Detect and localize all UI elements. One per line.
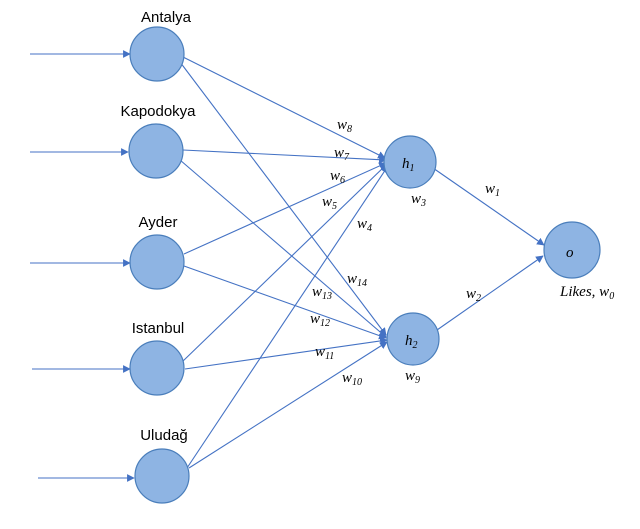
weight-label-w10: w10 — [342, 370, 362, 388]
h2-bias-label: w9 — [405, 368, 420, 386]
input-label-kapodokya: Kapodokya — [120, 103, 196, 120]
weight-label-w12: w12 — [310, 311, 330, 329]
weight-label-w4: w4 — [357, 216, 372, 234]
node-output — [543, 221, 601, 279]
weight-label-w5: w5 — [322, 194, 337, 212]
edge-h2-o — [436, 255, 544, 331]
input-label-uludag: Uludağ — [140, 427, 188, 444]
hidden-output-edges — [432, 167, 545, 331]
edge-istanbul-h2 — [184, 337, 388, 370]
edge-kapodokya-h2 — [179, 159, 387, 338]
node-uludag — [134, 448, 190, 504]
weight-label-w8: w8 — [337, 117, 352, 135]
node-h1 — [383, 135, 437, 189]
edge-kapodokya-h1 — [182, 149, 387, 164]
node-kapodokya — [128, 123, 184, 179]
node-ayder — [129, 234, 185, 290]
weight-label-w13: w13 — [312, 284, 332, 302]
weight-label-w2: w2 — [466, 286, 481, 304]
weight-label-w6: w6 — [330, 168, 345, 186]
input-hidden-edges — [179, 56, 389, 469]
input-label-antalya: Antalya — [141, 9, 192, 26]
input-arrows — [30, 50, 135, 482]
output-caption: Likes, w0 — [559, 284, 614, 302]
input-nodes — [128, 26, 190, 504]
node-antalya — [129, 26, 185, 82]
edge-istanbul-h1 — [181, 163, 388, 363]
edge-antalya-h1 — [182, 56, 386, 159]
weight-label-w11: w11 — [315, 344, 334, 362]
output-label: o — [566, 245, 574, 261]
input-label-ayder: Ayder — [139, 214, 178, 231]
edge-uludag-h2 — [188, 341, 388, 469]
edge-ayder-h2 — [183, 265, 387, 340]
node-h2 — [386, 312, 440, 366]
edge-antalya-h2 — [179, 61, 387, 336]
h2-label: h2 — [405, 333, 418, 351]
edge-h1-o — [432, 167, 545, 246]
weight-label-w1: w1 — [485, 181, 500, 199]
edge-ayder-h1 — [183, 162, 387, 255]
weight-label-w14: w14 — [347, 271, 367, 289]
h1-label: h1 — [402, 156, 415, 174]
input-label-istanbul: Istanbul — [132, 320, 185, 337]
edge-uludag-h1 — [186, 165, 389, 469]
node-istanbul — [129, 340, 185, 396]
h1-bias-label: w3 — [411, 191, 426, 209]
weight-label-w7: w7 — [334, 145, 350, 163]
